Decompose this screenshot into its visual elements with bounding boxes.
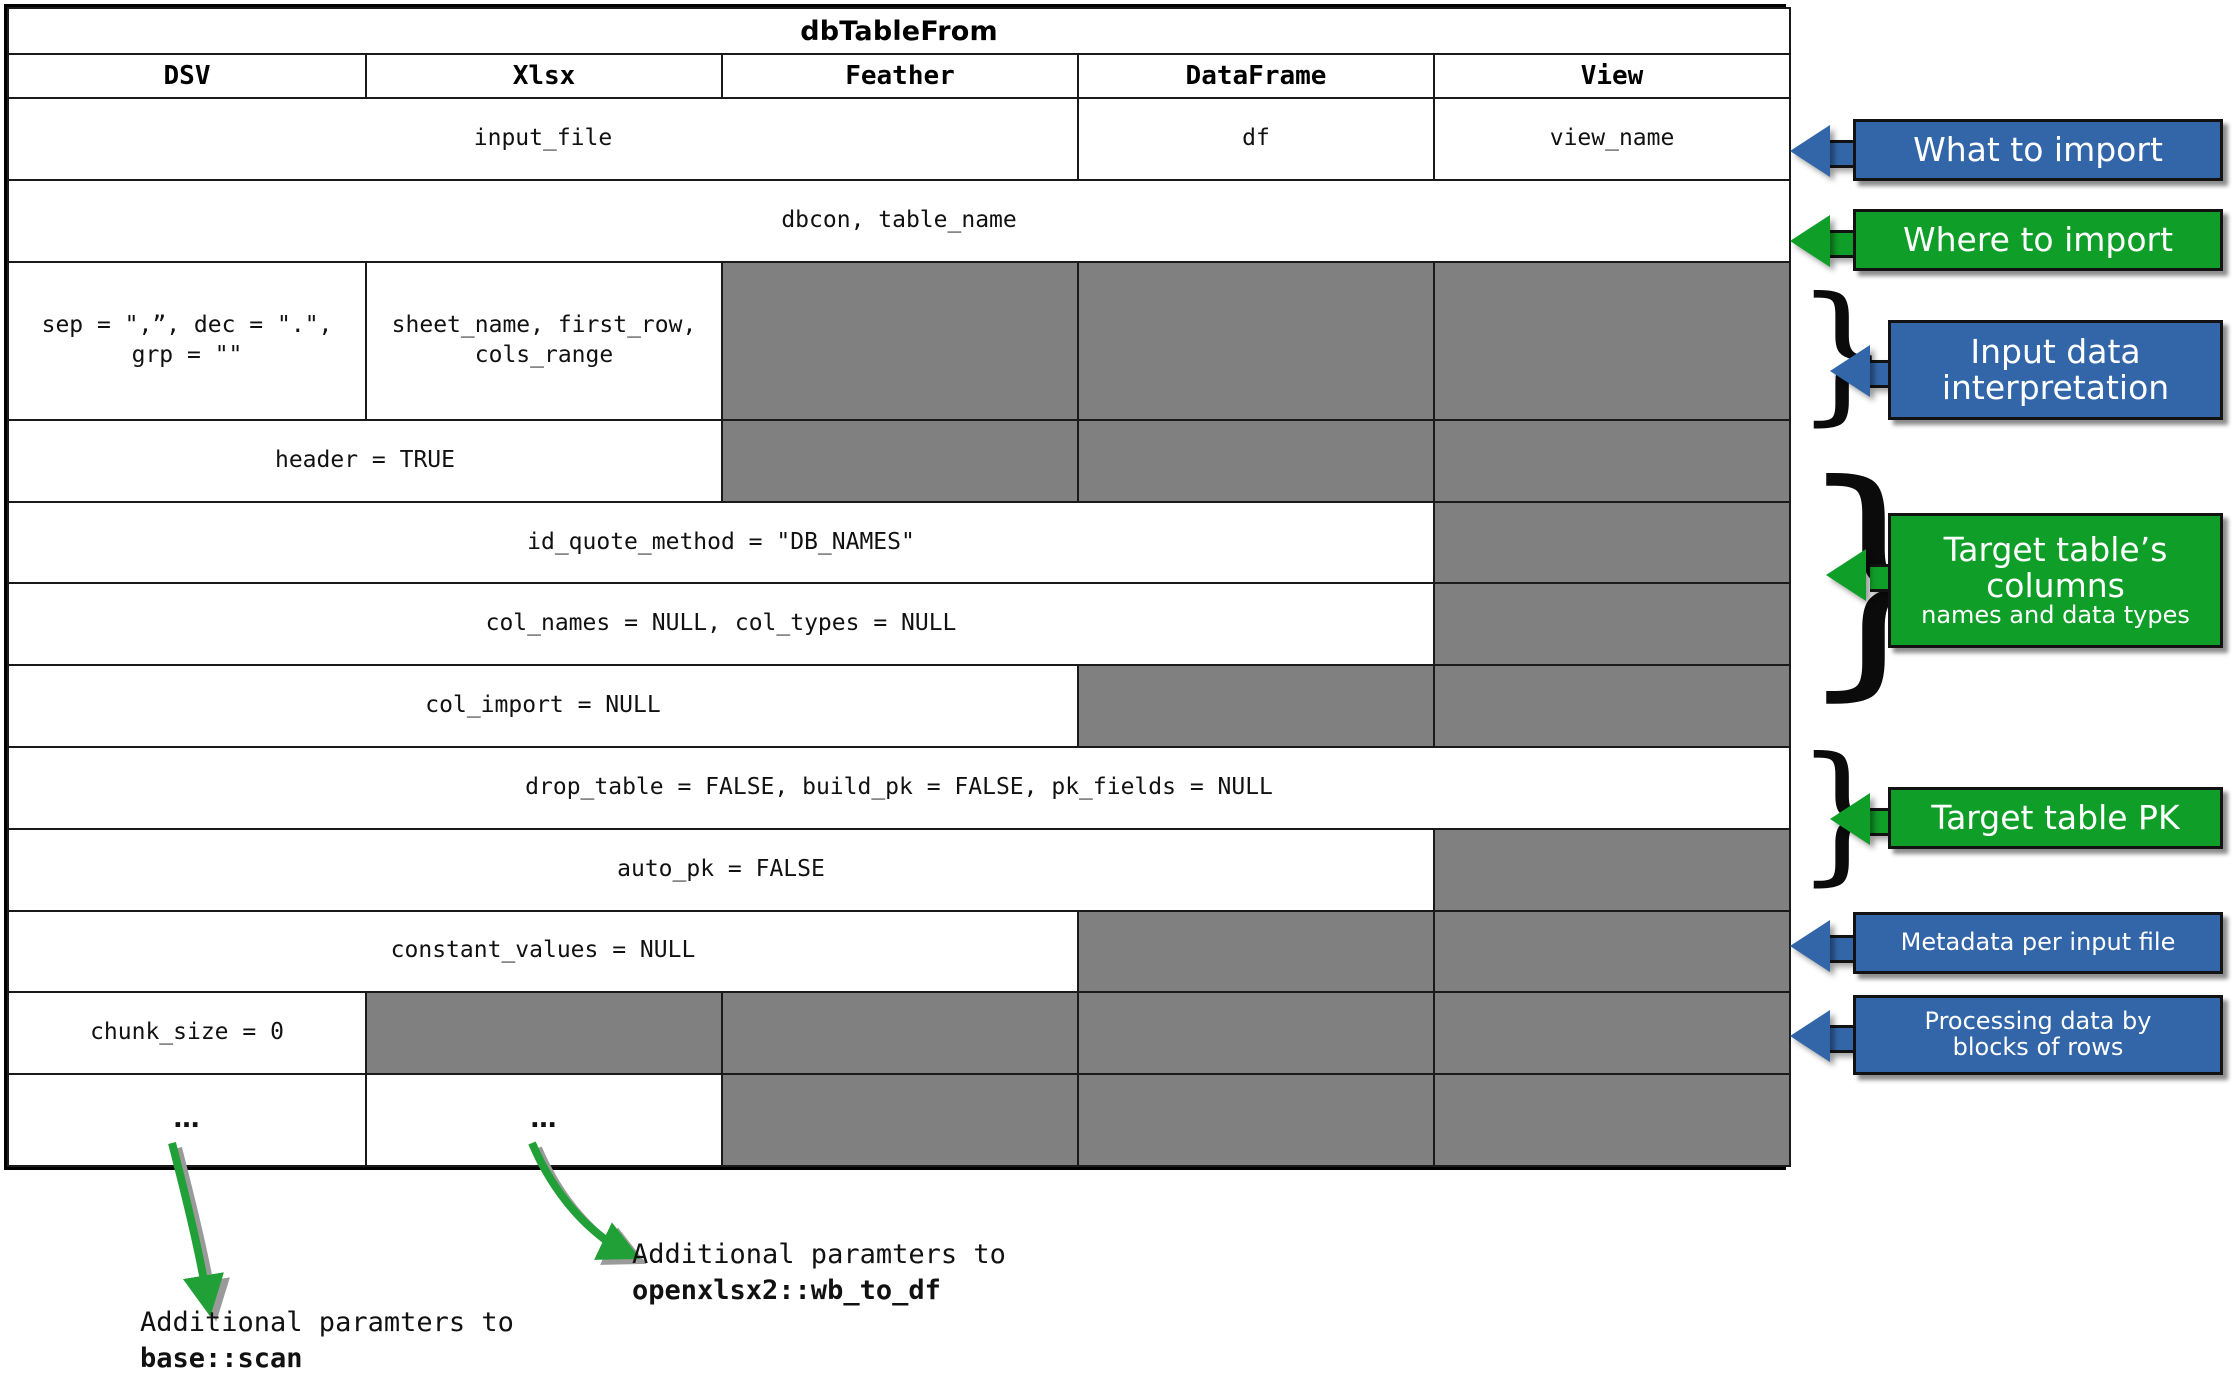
table-row: col_import = NULL	[7, 664, 1792, 749]
cell-unavailable	[1432, 500, 1792, 585]
cell-what-to-import: view_name	[1432, 97, 1792, 181]
callout-label-line1: Input data	[1970, 332, 2141, 372]
table-row: col_names = NULL, col_types = NULL	[7, 582, 1792, 667]
column-header-xlsx: Xlsx	[365, 53, 723, 99]
cell-unavailable	[721, 991, 1079, 1076]
cell-unavailable	[1432, 909, 1792, 994]
arrow-target-pk	[1830, 793, 1870, 845]
table-row: constant_values = NULL	[7, 909, 1792, 994]
cell-unavailable	[1432, 664, 1792, 749]
table-row: header = TRUE	[7, 418, 1792, 503]
cell-unavailable	[1077, 909, 1435, 994]
column-header-feather: Feather	[721, 53, 1079, 99]
cell-auto-pk: auto_pk = FALSE	[7, 827, 1435, 912]
cell-unavailable	[721, 418, 1079, 503]
cell-chunk-size: chunk_size = 0	[7, 991, 367, 1076]
cell-constant-values: constant_values = NULL	[7, 909, 1079, 994]
callout-label: Target table PK	[1931, 798, 2180, 838]
arrow-what-to-import	[1790, 125, 1830, 177]
table-row: dbcon, table_name	[6, 178, 1792, 263]
table-row: auto_pk = FALSE	[7, 827, 1792, 912]
callout-label-line2: columns	[1986, 565, 2125, 605]
arrow-where-to-import	[1790, 215, 1830, 267]
table-row: drop_table = FALSE, build_pk = FALSE, pk…	[6, 746, 1792, 830]
callout-label-line2: blocks of rows	[1952, 1033, 2124, 1061]
cell-unavailable	[721, 260, 1079, 421]
cell-drop-table-build-pk: drop_table = FALSE, build_pk = FALSE, pk…	[6, 746, 1792, 830]
cell-input-interpretation-1: sheet_name, first_row,cols_range	[365, 260, 723, 421]
cell-unavailable	[1432, 582, 1792, 667]
cell-col-names-types: col_names = NULL, col_types = NULL	[7, 582, 1435, 667]
cell-input-interpretation-2: header = TRUE	[7, 418, 723, 503]
callout-label: What to import	[1913, 130, 2163, 170]
cell-unavailable	[1432, 418, 1792, 503]
cell-what-to-import: input_file	[7, 97, 1079, 181]
table-row: chunk_size = 0	[7, 991, 1792, 1076]
arrow-processing	[1790, 1010, 1830, 1062]
callout-input-interpretation[interactable]: Input data interpretation	[1888, 320, 2223, 420]
cell-unavailable	[1077, 260, 1435, 421]
cell-id-quote-method: id_quote_method = "DB_NAMES"	[7, 500, 1435, 585]
cell-what-to-import: df	[1077, 97, 1435, 181]
callout-label: Metadata per input file	[1900, 928, 2176, 957]
cell-col-import: col_import = NULL	[7, 664, 1079, 749]
cell-unavailable	[1432, 1073, 1792, 1167]
cell-unavailable	[365, 991, 723, 1076]
callout-metadata[interactable]: Metadata per input file	[1853, 912, 2223, 974]
cell-more-params: …	[365, 1073, 723, 1167]
callout-what-to-import[interactable]: What to import	[1853, 119, 2223, 181]
cell-unavailable	[1077, 664, 1435, 749]
cell-unavailable	[1432, 827, 1792, 912]
callout-label-line1: Target table’s	[1943, 529, 2168, 569]
callout-label-line1: Processing data by	[1924, 1007, 2152, 1036]
note-xlsx-line2: openxlsx2::wb_to_df	[632, 1275, 941, 1307]
callout-target-columns[interactable]: Target table’s columns names and data ty…	[1888, 513, 2223, 648]
callout-where-to-import[interactable]: Where to import	[1853, 209, 2223, 271]
cell-unavailable	[1432, 260, 1792, 421]
arrow-input-interpretation	[1830, 345, 1870, 397]
callout-processing[interactable]: Processing data by blocks of rows	[1853, 995, 2223, 1075]
column-header-dsv: DSV	[7, 53, 367, 99]
cell-unavailable	[1077, 418, 1435, 503]
callout-label: Where to import	[1902, 220, 2174, 260]
note-dsv-line2: base::scan	[140, 1343, 303, 1375]
cell-unavailable	[1432, 991, 1792, 1076]
cell-unavailable	[1077, 1073, 1435, 1167]
table-title: dbTableFrom	[6, 7, 1792, 55]
callout-sublabel: names and data types	[1921, 601, 2190, 630]
cell-where-to-import: dbcon, table_name	[6, 178, 1792, 263]
table-row: sep = ",”, dec = ".",grp = ""sheet_name,…	[7, 260, 1792, 421]
arrow-target-columns	[1826, 549, 1866, 601]
note-dsv: Additional paramters to base::scan	[140, 1305, 514, 1378]
cell-input-interpretation-1: sep = ",”, dec = ".",grp = ""	[7, 260, 367, 421]
column-header-dataframe: DataFrame	[1077, 53, 1435, 99]
callout-label-line2: interpretation	[1941, 368, 2170, 407]
note-dsv-line1: Additional paramters to	[140, 1307, 514, 1338]
column-header-view: View	[1432, 53, 1792, 99]
table-row: ……	[7, 1073, 1792, 1167]
cell-more-params: …	[7, 1073, 367, 1167]
callout-target-pk[interactable]: Target table PK	[1888, 787, 2223, 849]
cell-unavailable	[721, 1073, 1079, 1167]
table-row: id_quote_method = "DB_NAMES"	[7, 500, 1792, 585]
note-xlsx-line1: Additional paramters to	[632, 1239, 1006, 1270]
cell-unavailable	[1077, 991, 1435, 1076]
arrow-metadata	[1790, 920, 1830, 972]
note-xlsx: Additional paramters to openxlsx2::wb_to…	[632, 1237, 1006, 1310]
